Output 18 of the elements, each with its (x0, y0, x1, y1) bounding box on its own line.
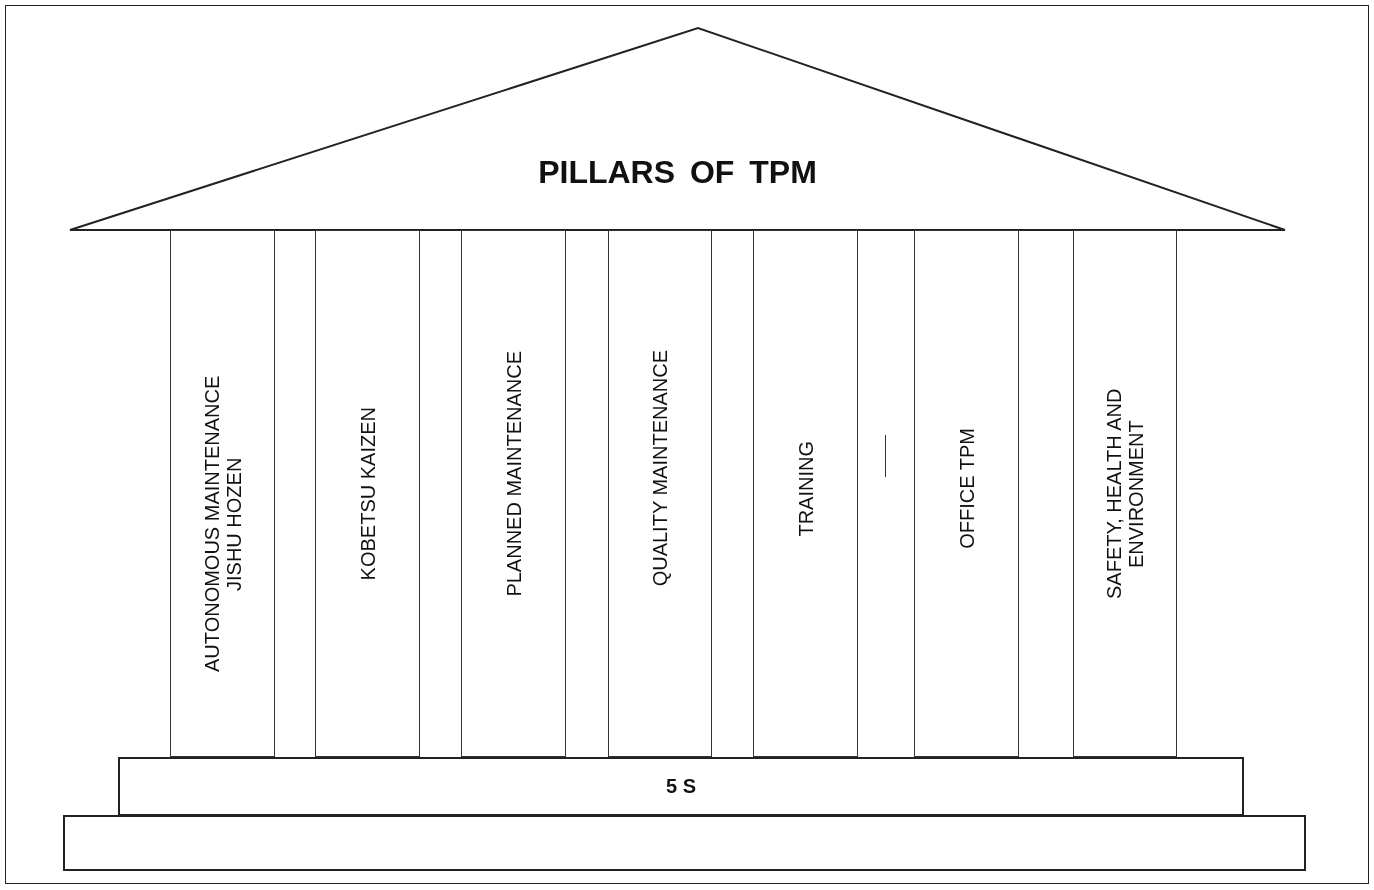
roof-title: PILLARS OF TPM (538, 154, 817, 191)
pillar-label: OFFICE TPM (955, 428, 978, 549)
pillar-label: QUALITY MAINTENANCE (649, 350, 671, 587)
step-label: 5 S (666, 775, 696, 798)
pillar-column (914, 230, 1019, 757)
pillar-column (1073, 230, 1177, 757)
pillar-column (608, 230, 712, 757)
pillar-column (315, 230, 420, 757)
step-block (63, 815, 1306, 871)
pillar-column (170, 230, 275, 757)
pillar-label: AUTONOMOUS MAINTENANCE JISHU HOZEN (200, 374, 245, 674)
pillar-label: PLANNED MAINTENANCE (502, 350, 525, 597)
pillar-label: TRAINING (794, 440, 817, 537)
base-step (118, 757, 1244, 816)
pillar-label: SAFETY, HEALTH AND ENVIRONMENT (1103, 387, 1147, 601)
pillar-column (753, 230, 858, 757)
pillar-column (461, 230, 566, 757)
pillar-label: KOBETSU KAIZEN (356, 406, 379, 581)
